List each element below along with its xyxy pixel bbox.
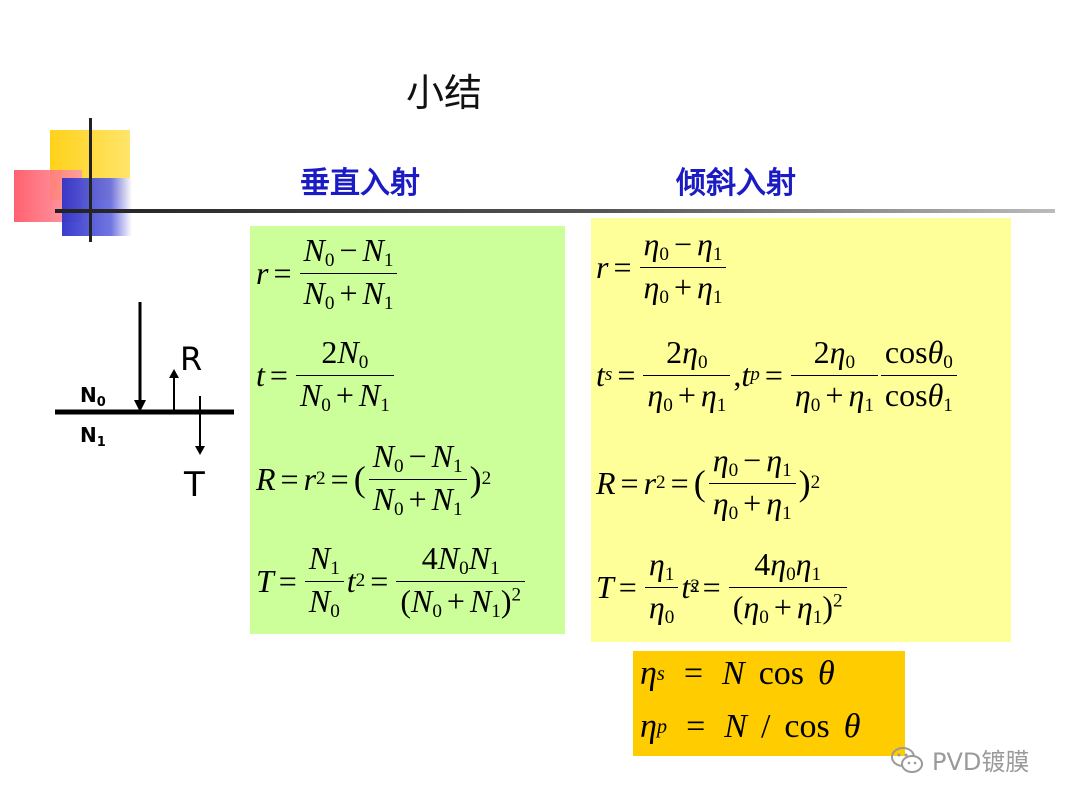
slide-title: 小结 <box>406 71 483 115</box>
decor-vertical-line <box>89 118 92 242</box>
admittance-definition-box <box>633 651 905 756</box>
formula-normal-t: t= 2N0 N0+N1 <box>256 334 397 417</box>
heading-oblique-incidence: 倾斜入射 <box>676 166 796 201</box>
heading-normal-incidence: 垂直入射 <box>300 166 420 201</box>
incident-arrow-head <box>134 400 146 412</box>
wechat-icon <box>891 746 923 773</box>
normal-incidence-formula-box <box>250 226 565 634</box>
label-transmission: T <box>183 465 205 505</box>
formula-normal-r: r= N0−N1 N0+N1 <box>256 232 400 315</box>
interface-diagram: N0 N1 R T <box>55 302 234 505</box>
decor-horizontal-rule <box>55 209 1055 213</box>
oblique-incidence-formula-box <box>591 218 1011 642</box>
formula-oblique-r: r= η0−η1 η0+η1 <box>596 226 729 309</box>
label-n0: N0 <box>80 383 106 410</box>
transmitted-arrow-head <box>195 446 205 455</box>
decor-blue-square <box>62 178 132 236</box>
reflected-arrow-head <box>169 369 179 378</box>
label-reflection: R <box>180 340 202 378</box>
watermark: PVD镀膜 <box>890 742 1029 777</box>
watermark-text: PVD镀膜 <box>932 748 1030 776</box>
label-n1: N1 <box>80 423 106 450</box>
